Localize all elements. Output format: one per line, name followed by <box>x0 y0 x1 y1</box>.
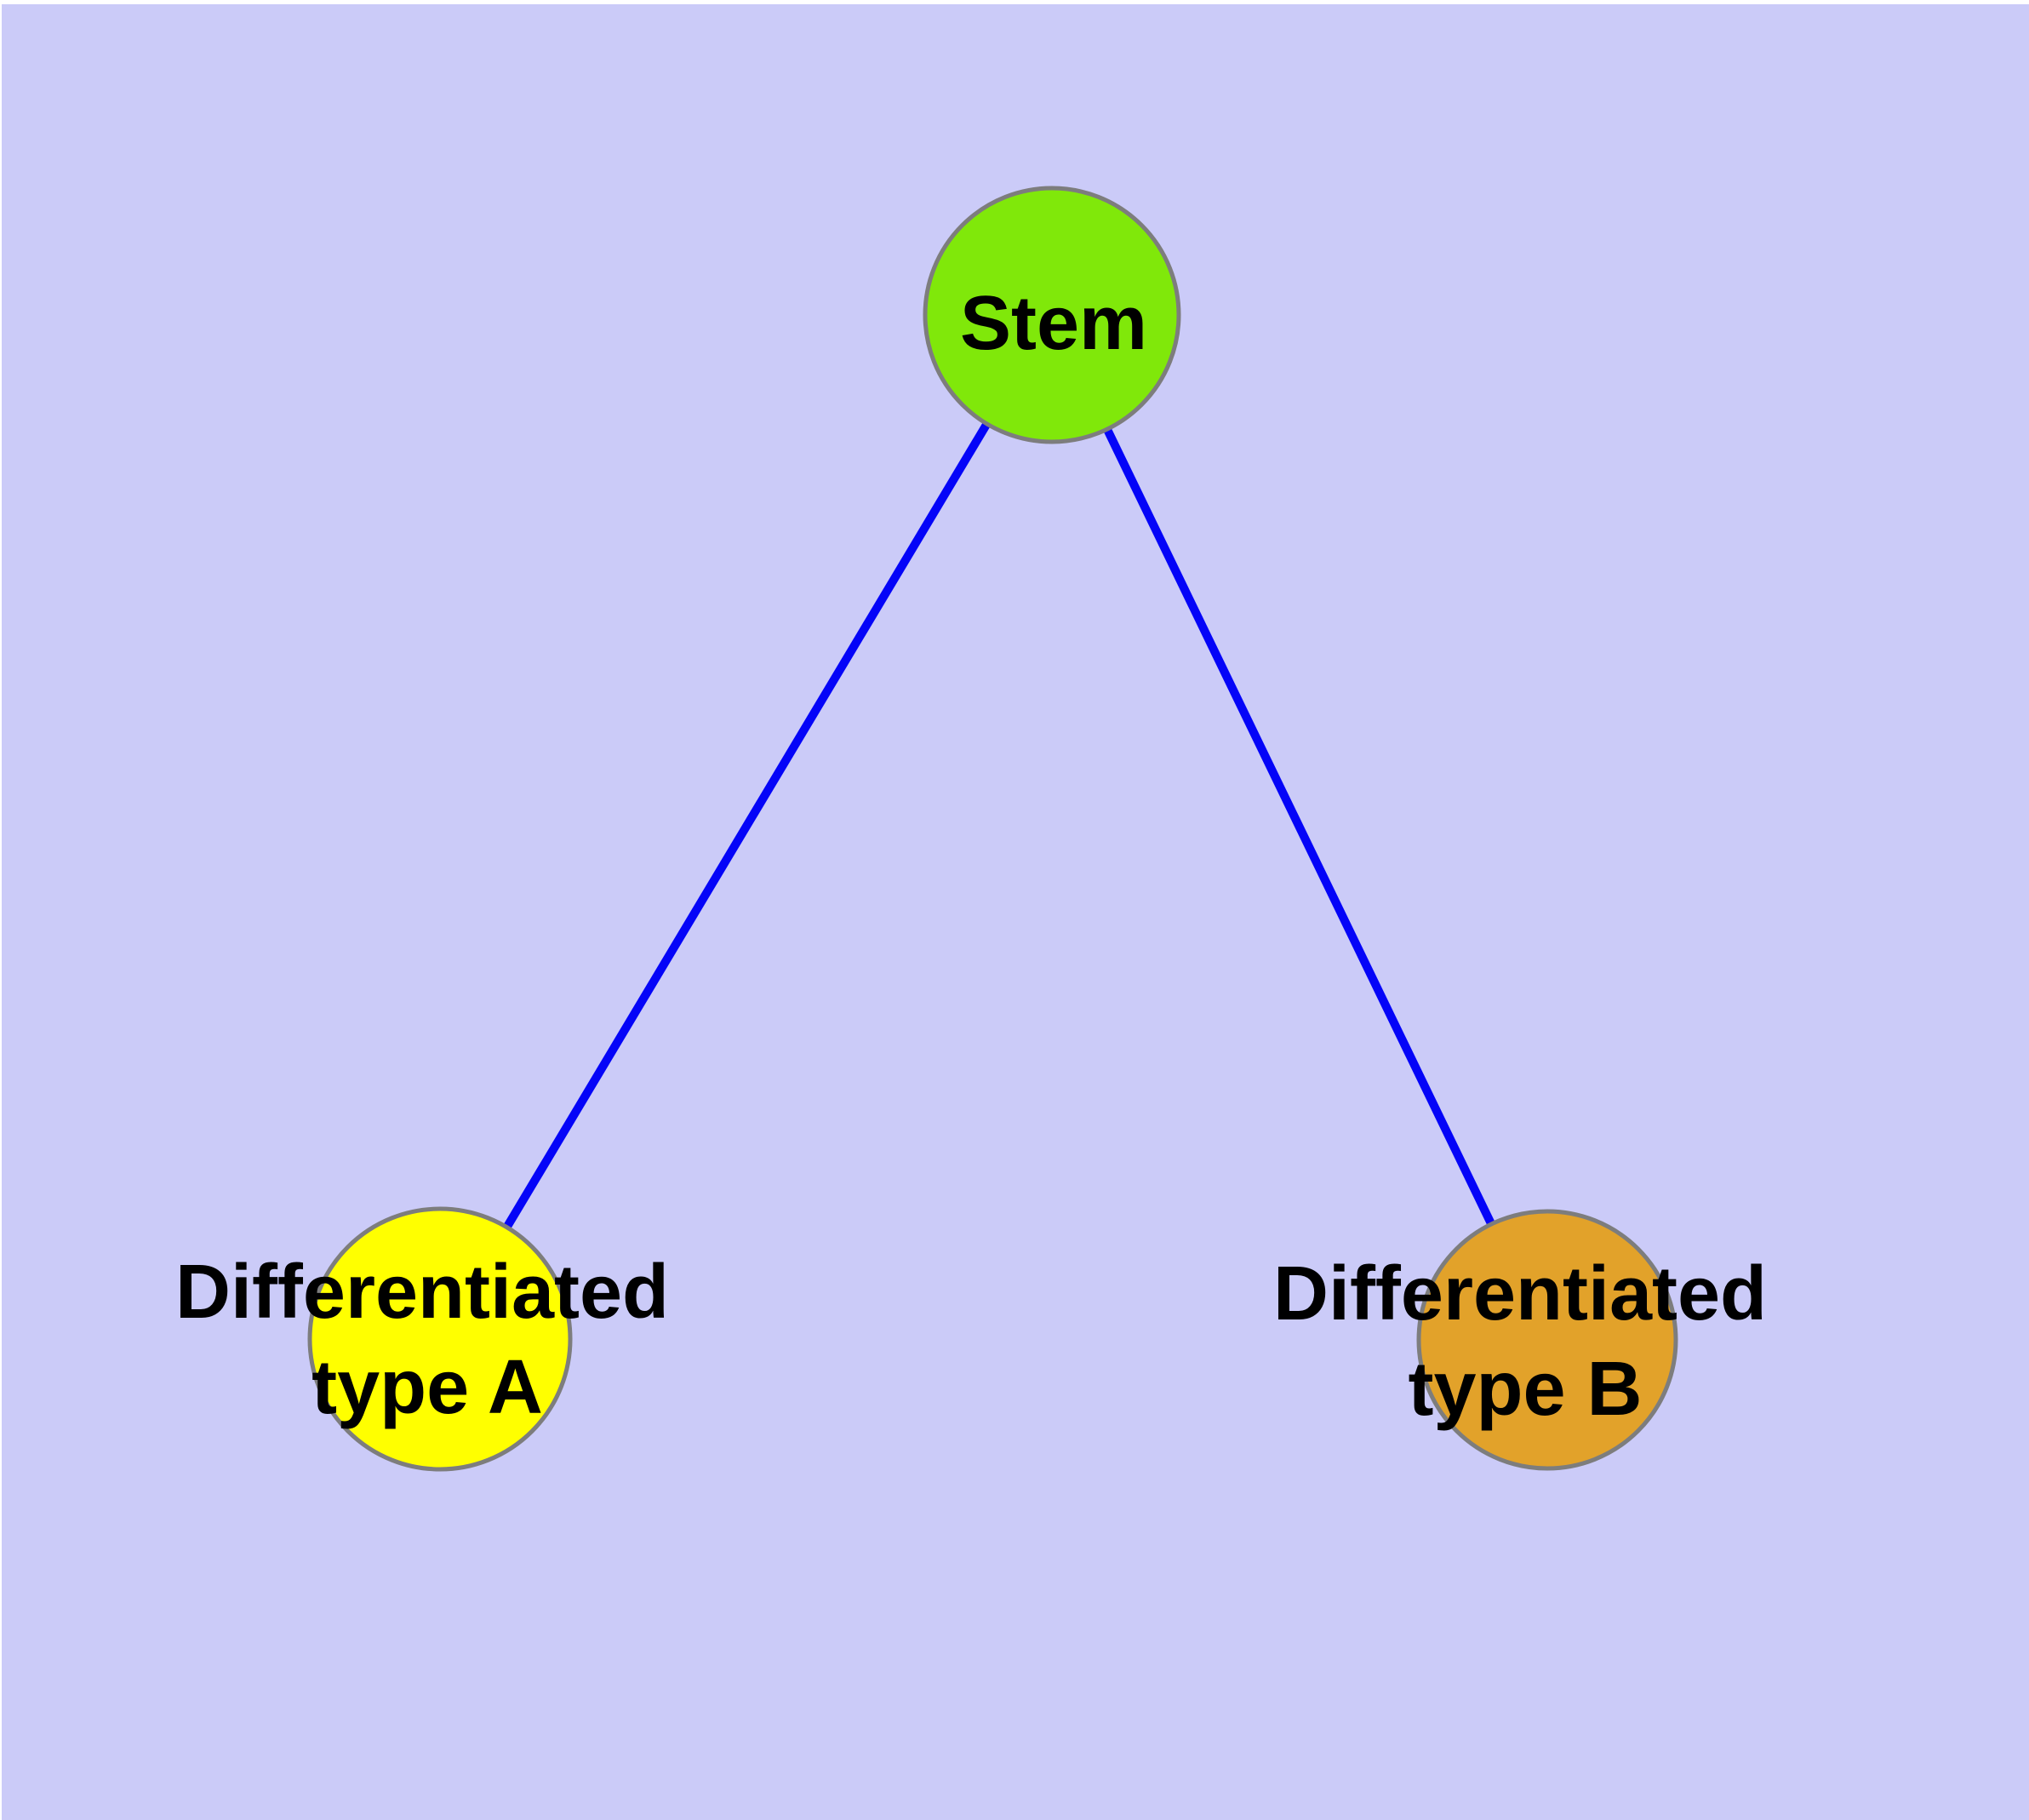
node-type-b-label-line-1: Differentiated <box>1273 1251 1767 1336</box>
node-type-a-circle <box>307 1206 573 1472</box>
node-type-b-label-line-2: type B <box>1408 1347 1642 1432</box>
node-type-b-circle <box>1416 1209 1678 1471</box>
node-stem-label: Stem <box>960 281 1147 366</box>
node-stem-circle <box>923 186 1181 444</box>
edge-stem-to-type-b <box>1048 312 1552 1342</box>
node-type-a-label-line-2: type A <box>311 1345 543 1430</box>
node-type-a-label-line-1: Differentiated <box>175 1250 669 1335</box>
edge-stem-to-type-a <box>436 312 1056 1342</box>
